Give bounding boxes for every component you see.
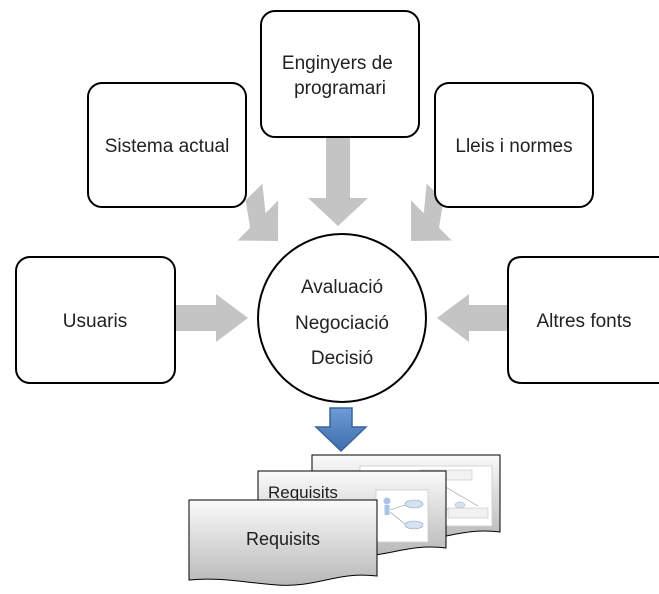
center-label-decisio: Decisió (311, 348, 373, 369)
enginyers-label-line1: Enginyers de (282, 53, 393, 74)
lleis-normes-label: Lleis i normes (455, 136, 572, 157)
box-sistema-actual: Sistema actual (87, 82, 247, 208)
svg-text:Enginyers de programari: Enginyers de programari (282, 53, 398, 99)
arrow-enginyers (308, 138, 368, 226)
document-front-label: Requisits (246, 529, 320, 549)
requirements-documents: Requisits Requisits (188, 454, 501, 586)
center-label-avaluacio: Avaluació (301, 277, 383, 298)
arrow-sistema (237, 183, 279, 241)
box-usuaris: Usuaris (15, 256, 176, 384)
arrow-altres (437, 294, 509, 342)
center-process-circle: Avaluació Negociació Decisió (257, 233, 427, 403)
altres-fonts-label: Altres fonts (536, 311, 631, 332)
center-label-negociacio: Negociació (295, 313, 389, 334)
box-enginyers: Enginyers de programari (260, 10, 420, 138)
document-front: Requisits (188, 499, 378, 586)
enginyers-label-line2: programari (294, 78, 386, 99)
usuaris-label: Usuaris (63, 311, 127, 332)
arrow-lleis (411, 183, 452, 241)
input-arrows (176, 138, 509, 342)
box-lleis-normes: Lleis i normes (434, 82, 594, 208)
document-back-label: Requisits (268, 483, 338, 502)
output-arrow (314, 407, 368, 453)
box-altres-fonts: Altres fonts (507, 256, 659, 384)
sistema-actual-label: Sistema actual (105, 136, 230, 157)
arrow-usuaris (176, 294, 248, 342)
